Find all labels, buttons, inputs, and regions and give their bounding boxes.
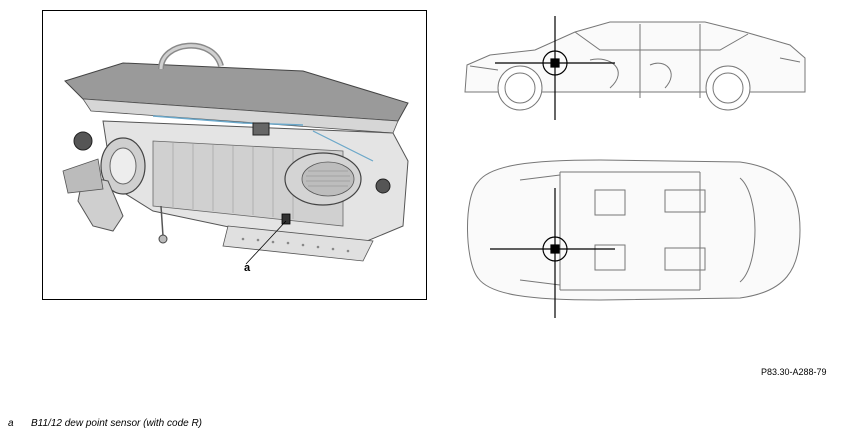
vehicle-side-view bbox=[464, 21, 806, 111]
figure-reference-code: P83.30-A288-79 bbox=[761, 367, 827, 377]
legend-text-a: B11/12 dew point sensor (with code R) bbox=[31, 418, 203, 429]
callout-label-a: a bbox=[244, 262, 251, 274]
component-illustration-frame bbox=[42, 10, 427, 300]
hvac-module-illustration bbox=[62, 42, 409, 265]
callout-leader-line bbox=[245, 220, 287, 265]
dew-point-sensor-marker bbox=[281, 213, 291, 225]
location-crosshair-side-view bbox=[495, 16, 615, 120]
location-crosshair-top-view bbox=[490, 188, 615, 318]
legend-key-a: a bbox=[8, 418, 14, 429]
vehicle-top-view bbox=[467, 159, 801, 301]
